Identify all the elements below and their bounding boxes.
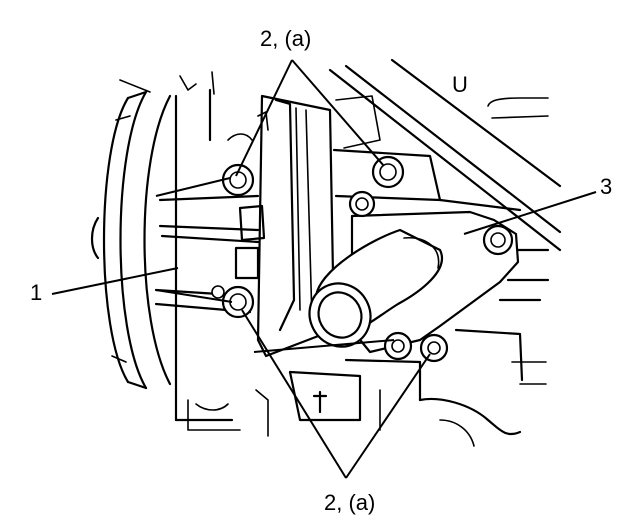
bolt-mid-left [221,285,255,319]
label-water-pump: 1 [30,280,43,305]
small-stud [211,285,225,299]
label-bolts-bottom: 2, (a) [324,490,376,515]
outlet-housing [308,210,520,354]
pump-pulley [90,90,172,390]
bolt-top-left [221,163,255,197]
label-outlet-pipe: 3 [600,174,613,199]
bolt-housing-right [482,224,514,256]
bolt-bottom-b [419,333,449,363]
engine-block [255,58,562,447]
label-bolts-top: 2, (a) [260,26,312,51]
leader-lines [51,59,597,479]
pump-body [119,71,260,431]
bolt-upper-housing [348,190,376,218]
bolt-bottom-a [383,331,413,361]
bolt-top-right [371,155,405,189]
label-corner-mark: U [452,72,468,97]
